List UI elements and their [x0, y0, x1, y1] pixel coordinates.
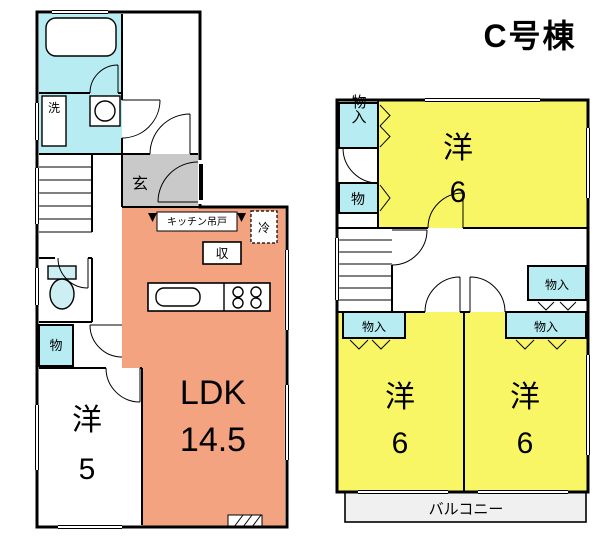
cabinet-mark-icon	[148, 213, 157, 222]
floor2-windows	[334, 97, 591, 495]
hall-closet-area	[527, 265, 587, 301]
plan-title: C号棟	[483, 18, 576, 54]
storage-mid-area	[338, 182, 379, 214]
room-right-size: 6	[517, 427, 534, 460]
hall-closet-fold-marks	[537, 301, 577, 311]
kitchen-sink	[155, 287, 201, 307]
room-right-name: 洋	[510, 381, 540, 414]
window	[284, 385, 290, 460]
window	[585, 128, 591, 198]
kitchen-cabinet-label: キッチン吊戸	[167, 216, 227, 228]
floor1-fixtures	[41, 17, 278, 528]
floor1-doors	[57, 64, 199, 403]
room5-door-arc	[105, 367, 141, 403]
room-right-area	[464, 312, 588, 492]
kitchen-cabinet-box	[156, 211, 238, 232]
cabinet-mark-icon	[237, 213, 246, 222]
room5-size: 5	[79, 453, 96, 486]
bathroom-door-arc	[89, 64, 119, 94]
storage-1f-label: 物	[49, 338, 62, 353]
room-right-door-arc	[469, 276, 506, 313]
stove-burner	[232, 286, 244, 298]
bathtub	[45, 17, 117, 57]
stove-burner	[250, 297, 262, 309]
genkan-area	[122, 154, 198, 207]
room-top-door-arc	[427, 192, 464, 229]
room-left-name: 洋	[385, 381, 415, 414]
room-top-name: 洋	[443, 132, 473, 165]
closet-nook-door-arc	[342, 147, 379, 184]
balcony-label: バルコニー	[429, 501, 504, 518]
window	[58, 524, 122, 530]
ldk-door-arc	[89, 324, 123, 358]
room5-name: 洋	[72, 404, 102, 437]
window	[52, 9, 108, 15]
window	[358, 489, 448, 495]
room-top-area	[378, 100, 588, 228]
stairs-1f	[39, 166, 92, 233]
floor2-inner-walls	[337, 100, 588, 492]
closet-left-label: 物入	[362, 320, 386, 334]
room-left-door-arc	[424, 276, 461, 313]
floor2-room-fills	[337, 100, 588, 523]
room-left-area	[337, 312, 464, 492]
window	[478, 489, 568, 495]
window	[34, 405, 40, 470]
storage-mid-label: 物	[351, 191, 365, 207]
ldk-size: 14.5	[180, 421, 246, 459]
window	[334, 238, 340, 300]
closet-top-fold-marks	[379, 104, 391, 148]
closet-right-area	[505, 311, 587, 339]
stairs-door-arc	[391, 229, 428, 266]
window	[34, 268, 40, 305]
vanity-unit	[41, 95, 67, 147]
closet-right-label: 物入	[534, 320, 558, 334]
closet-right-fold-marks	[515, 339, 567, 350]
storage-mid-fold-marks	[379, 184, 391, 212]
window	[425, 97, 540, 103]
floor2-doors	[342, 104, 577, 350]
wash-label: 洗	[48, 101, 60, 115]
floor1-labels: 玄 洗 物 洋 5 LDK 14.5 キッチン吊戸 冷 収	[48, 101, 270, 486]
window	[34, 168, 40, 224]
closet-left-fold-marks	[349, 339, 391, 350]
washroom-door-arc	[121, 99, 161, 139]
window	[34, 103, 40, 140]
toilet-bowl	[49, 278, 75, 310]
room-left-size: 6	[392, 427, 409, 460]
closet-box-1f	[202, 241, 242, 265]
balcony-area	[344, 491, 587, 523]
room-top-size: 6	[450, 176, 467, 209]
window	[284, 250, 290, 330]
entry-door-arc	[157, 161, 199, 203]
stove-burner	[250, 286, 262, 298]
stairs-2f	[337, 239, 392, 301]
closet-1f-label: 収	[215, 246, 228, 261]
toilet-door-arc	[57, 257, 89, 289]
floor1-outer-walls	[35, 10, 289, 529]
window	[585, 355, 591, 455]
closet-top-label: 物入	[350, 94, 367, 124]
floor2-labels: 物入 物 洋 6 物入 物入 物入 洋 6 洋 6 バルコニー	[350, 94, 570, 518]
hall-genkan-door-arc	[149, 113, 191, 155]
floor-hatch-lines	[233, 514, 262, 528]
stove-burner	[232, 297, 244, 309]
ldk-name: LDK	[180, 374, 246, 412]
floor1-inner-walls	[39, 14, 200, 525]
fridge-label: 冷	[258, 221, 270, 235]
genkan-label: 玄	[132, 175, 148, 193]
fridge-box	[250, 210, 278, 244]
storage-1f-area	[38, 324, 74, 367]
floor1-windows	[34, 9, 290, 530]
hall-closet-label: 物入	[545, 278, 569, 292]
washing-machine-drum	[94, 100, 116, 122]
